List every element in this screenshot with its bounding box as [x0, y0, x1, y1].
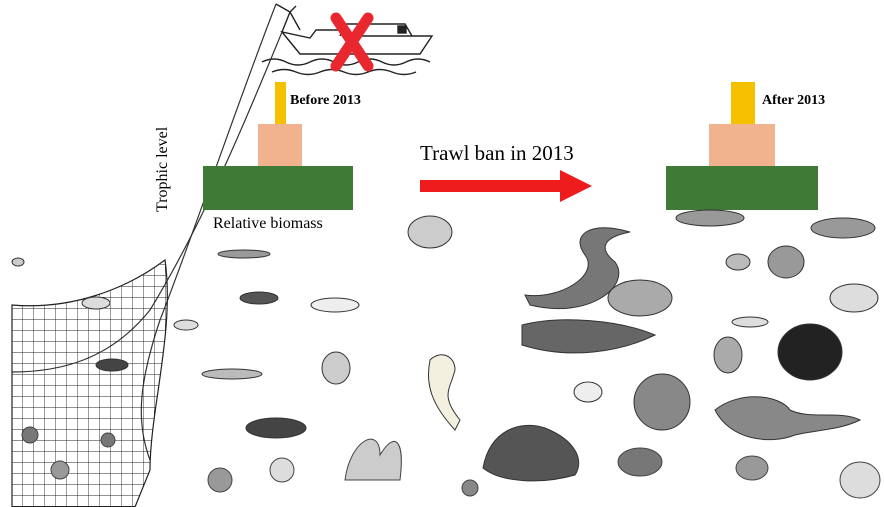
cross-mark-icon: [336, 18, 368, 66]
base-tier-after: [666, 166, 818, 210]
trawl-net: [12, 260, 167, 507]
base-tier-before: [203, 166, 353, 210]
after-2013-label: After 2013: [762, 93, 825, 109]
fish-icon: [408, 216, 452, 248]
middle-tier-before: [258, 124, 302, 166]
angelfish-icon: [714, 337, 742, 373]
fish-icon: [246, 418, 306, 438]
fish-icon: [82, 297, 110, 309]
trophic-level-label: Trophic level: [154, 127, 172, 212]
top-tier-after: [731, 82, 755, 124]
fish-icon: [322, 352, 350, 384]
top-tier-before: [275, 82, 286, 124]
trawl-ban-arrow: [420, 170, 592, 202]
catfish-icon: [522, 320, 655, 353]
fish-icon: [811, 218, 875, 238]
anglerfish-icon: [778, 324, 842, 380]
fish-icon: [608, 280, 672, 316]
fish-icon: [96, 359, 128, 371]
before-2013-label: Before 2013: [290, 93, 361, 109]
fish-icon: [218, 250, 270, 258]
fish-icon: [12, 258, 24, 266]
pufferfish-icon: [634, 374, 690, 430]
fish-icon: [732, 317, 768, 327]
clownfish-icon: [830, 284, 878, 312]
shrimp-icon: [726, 254, 750, 270]
fish-icon: [202, 369, 262, 379]
fish-icon: [676, 210, 744, 226]
fish-icon: [311, 298, 359, 312]
fish-group-after: [428, 210, 878, 481]
fish-icon: [174, 320, 198, 330]
fish-icon: [240, 292, 278, 304]
seahorse-icon: [428, 355, 460, 430]
jellyfish-icon: [574, 382, 602, 402]
fish-icon: [768, 246, 804, 278]
octopus-icon: [715, 397, 860, 440]
trawl-ban-label: Trawl ban in 2013: [420, 141, 574, 166]
relative-biomass-label: Relative biomass: [213, 215, 323, 233]
middle-tier-after: [709, 124, 775, 166]
crab-icon: [483, 425, 579, 480]
